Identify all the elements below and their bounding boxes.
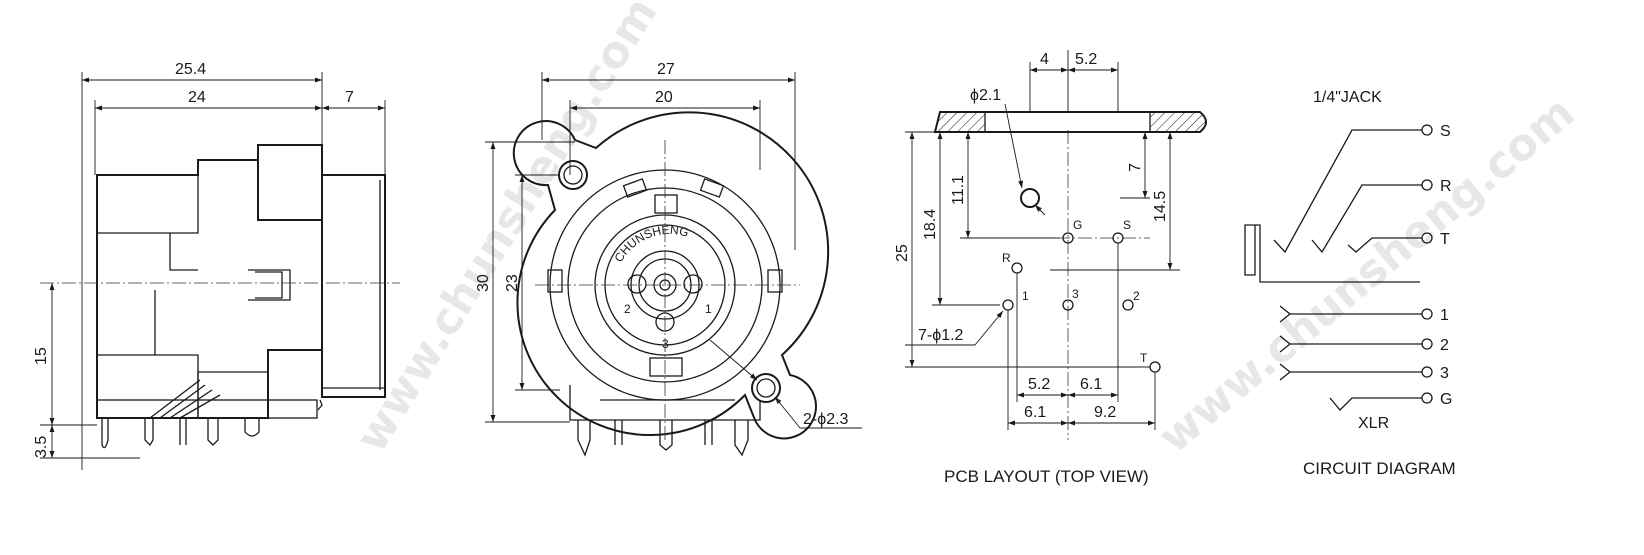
terminal-g: G: [1440, 391, 1452, 408]
circuit-diagram-title: CIRCUIT DIAGRAM: [1303, 459, 1456, 478]
watermark-right: www.chunsheng.com: [1149, 87, 1584, 464]
front-view: 27 20 CHUNSHENG 2 1 3: [475, 61, 862, 457]
pin-label-3: 3: [662, 337, 669, 351]
pad-label-3: 3: [1072, 287, 1079, 301]
jack-label: 1/4"JACK: [1313, 89, 1382, 106]
pad-label-r: R: [1002, 251, 1011, 265]
dim-panel-hole: ϕ2.1: [970, 87, 1001, 104]
dim-pcb-holes: 7-ϕ1.2: [918, 327, 964, 344]
pin-label-2: 2: [624, 302, 631, 316]
dim-24: 24: [188, 89, 206, 106]
dim-7: 7: [345, 89, 354, 106]
dim-6-1-right: 6.1: [1080, 376, 1102, 393]
dim-mount-holes: 2-ϕ2.3: [803, 411, 849, 428]
pad-label-2: 2: [1133, 289, 1140, 303]
dim-5-2-top: 5.2: [1075, 51, 1097, 68]
dim-9-2: 9.2: [1094, 404, 1116, 421]
terminal-r: R: [1440, 178, 1452, 195]
watermark-group: www.chunsheng.com www.chunsheng.com: [346, 0, 1584, 463]
xlr-label: XLR: [1358, 415, 1389, 432]
dim-15: 15: [33, 347, 50, 365]
terminal-1: 1: [1440, 307, 1449, 324]
side-view: 25.4 24 7: [33, 61, 400, 470]
dim-3-5: 3.5: [33, 436, 50, 458]
circuit-diagram: 1/4"JACK S R T 1 2 3 G XLR CIRCUIT DIAGR…: [1244, 89, 1456, 478]
pad-label-t: T: [1140, 351, 1148, 365]
dim-5-2-bottom: 5.2: [1028, 376, 1050, 393]
dim-7-right: 7: [1127, 163, 1144, 172]
dim-25-4: 25.4: [175, 61, 206, 78]
dim-11-1: 11.1: [950, 175, 967, 205]
dim-23: 23: [504, 274, 521, 292]
dim-27: 27: [657, 61, 675, 78]
dim-25: 25: [894, 244, 911, 262]
dim-4: 4: [1040, 51, 1049, 68]
pin-label-1: 1: [705, 302, 712, 316]
dim-14-5: 14.5: [1152, 191, 1169, 222]
pad-label-1: 1: [1022, 289, 1029, 303]
dim-6-1-left: 6.1: [1024, 404, 1046, 421]
terminal-2: 2: [1440, 337, 1449, 354]
pcb-layout-title: PCB LAYOUT (TOP VIEW): [944, 467, 1149, 486]
terminal-s: S: [1440, 123, 1451, 140]
dim-20: 20: [655, 89, 673, 106]
terminal-t: T: [1440, 231, 1450, 248]
pcb-layout-view: 4 5.2 ϕ2.1 11.1 18.4 25 7 14.5: [894, 50, 1207, 486]
dim-18-4: 18.4: [922, 209, 939, 240]
terminal-3: 3: [1440, 365, 1449, 382]
pad-label-s: S: [1123, 218, 1131, 232]
watermark-left: www.chunsheng.com: [346, 0, 667, 461]
dim-30: 30: [475, 274, 492, 292]
pad-label-g: G: [1073, 218, 1082, 232]
